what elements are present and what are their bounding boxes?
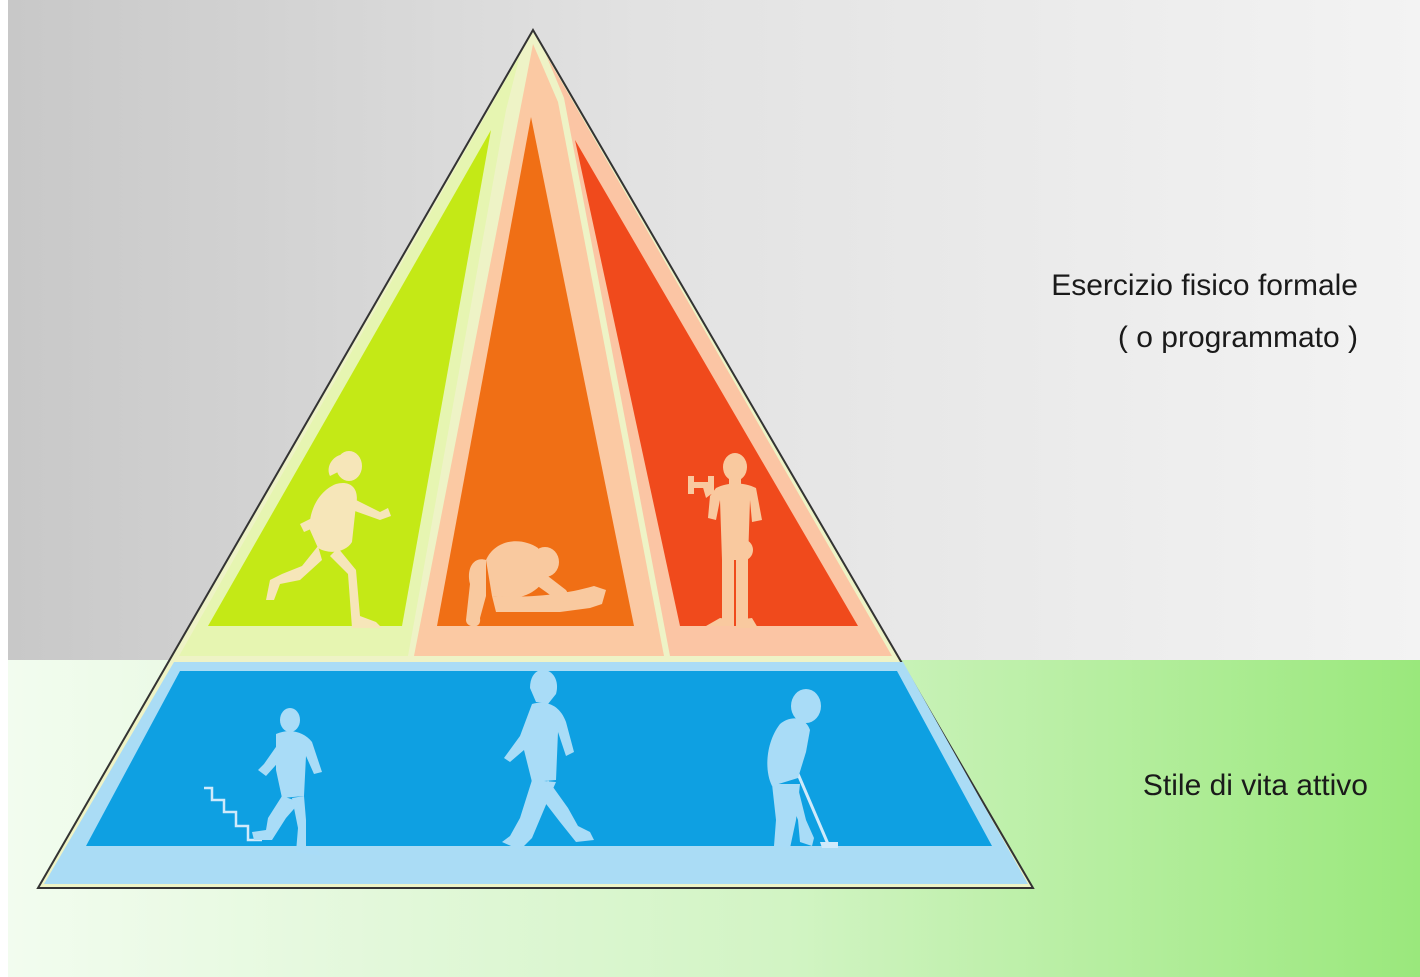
green-tier	[208, 130, 491, 626]
active-lifestyle-label-text: Stile di vita attivo	[1142, 769, 1368, 802]
runner-icon	[266, 451, 391, 628]
active-lifestyle-label: Stile di vita attivo	[1143, 760, 1368, 812]
formal-exercise-label-line1: Esercizio fisico formale	[1051, 269, 1358, 302]
red-tier	[575, 140, 858, 626]
red-tier-frame	[546, 55, 892, 656]
left-white-border	[0, 0, 8, 977]
stretching-person-icon	[466, 541, 606, 627]
walker-icon	[502, 669, 594, 850]
formal-exercise-label: Esercizio fisico formale ( o programmato…	[1051, 260, 1358, 364]
weightlifter-icon	[688, 453, 762, 628]
stair-climber-icon	[204, 708, 322, 856]
orange-tier	[437, 117, 634, 626]
green-tier-frame	[179, 55, 520, 656]
formal-exercise-label-line2: ( o programmato )	[1117, 321, 1358, 354]
golfer-icon	[767, 689, 838, 848]
